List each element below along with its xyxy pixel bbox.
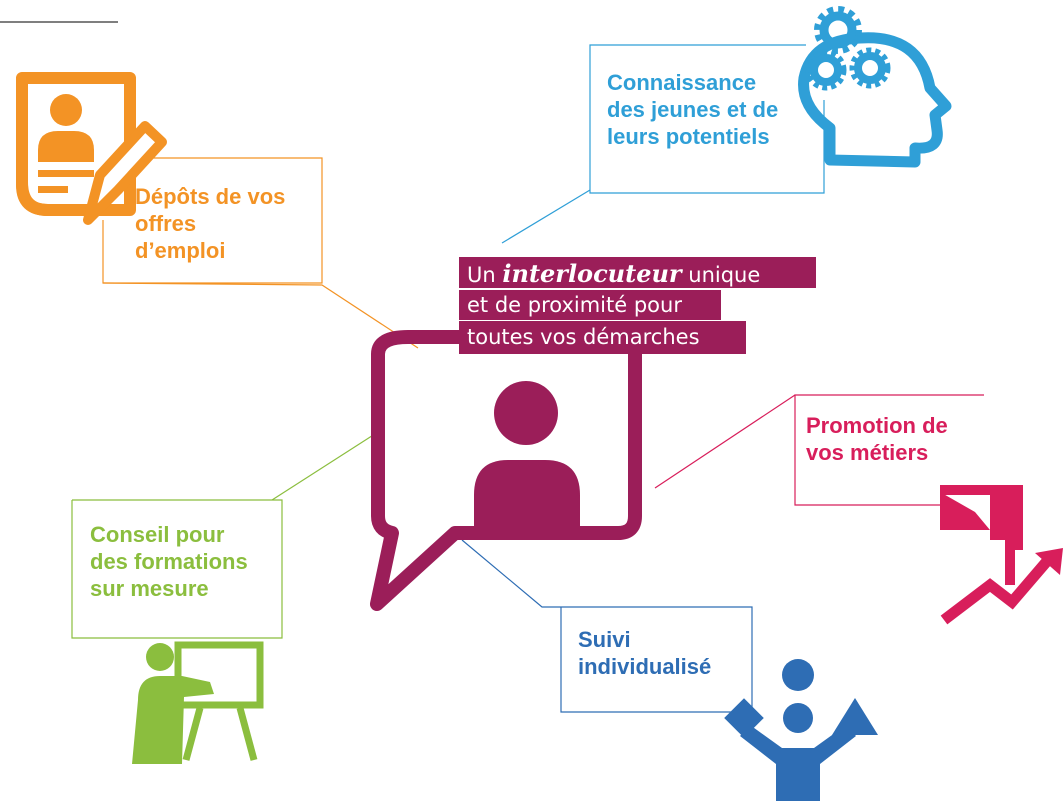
label-job-offers: Dépôts de vos offres d’emploi [135,184,286,263]
hub-line-1: Un interlocuteur unique [459,259,768,290]
label-youth-knowledge: Connaissance des jeunes et de leurs pote… [607,70,779,149]
hub-line-3: toutes vos démarches [467,325,700,349]
connector-navy [461,539,561,608]
frame-orange [102,157,323,284]
head-gears-icon [798,6,952,168]
person-shapes-icon [724,659,878,801]
connectors [102,189,796,608]
person-body [474,460,580,533]
connector-blue [501,189,591,244]
resume-pencil-icon [16,72,167,225]
connector-red [654,394,796,489]
label-training-advice: Conseil pour des formations sur mesure [90,522,248,601]
hub-line-1-emphasis: interlocuteur [502,259,682,288]
flag-growth-icon [940,485,1063,625]
label-promotion: Promotion de vos métiers [806,413,948,465]
hub-text-background [459,257,816,354]
connector-orange [102,282,419,349]
frame-blue [589,44,825,194]
hub-line-1-suffix: unique [688,263,761,287]
hub-line-1-prefix: Un [467,263,496,287]
teacher-board-icon [132,641,264,764]
hub-line-2: et de proximité pour [467,293,682,317]
label-follow-up: Suivi individualisé [578,627,712,679]
person-head [494,381,558,445]
connector-green [271,431,379,501]
label-frames [71,44,984,713]
frame-red [794,394,984,506]
speech-bubble-icon [370,330,642,611]
frame-green [71,499,283,639]
